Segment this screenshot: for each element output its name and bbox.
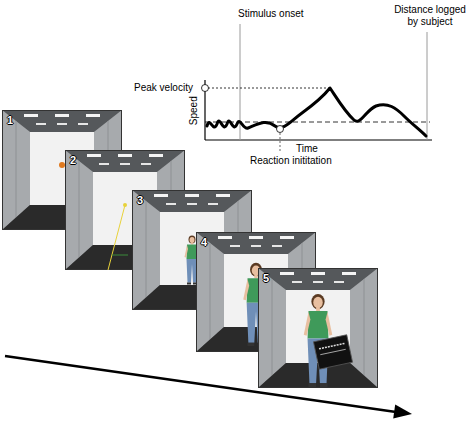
callout-number: 2 <box>70 155 76 166</box>
timeline-arrow <box>5 356 412 418</box>
callout-number: 1 <box>7 115 13 126</box>
scene-panel: 1 <box>2 110 122 230</box>
scene-panel: 3 <box>132 190 252 310</box>
callout-number: 5 <box>263 273 269 284</box>
graph-label: Speed <box>187 97 199 126</box>
graph-label: Time <box>296 143 318 155</box>
scene-panel: 2 <box>65 150 185 270</box>
speed-graph <box>202 24 433 152</box>
graph-label: Stimulus onset <box>238 8 304 20</box>
graph-label: Reaction inititation <box>250 155 332 167</box>
scene-panel: 4 <box>196 232 316 352</box>
graph-label: Peak velocity <box>134 82 193 94</box>
graph-label: Distance logged by subject <box>391 4 469 27</box>
scene-panel: 5 <box>258 268 378 388</box>
scene-panel <box>258 268 378 388</box>
callout-number: 3 <box>137 195 143 206</box>
callout-number: 4 <box>201 237 207 248</box>
